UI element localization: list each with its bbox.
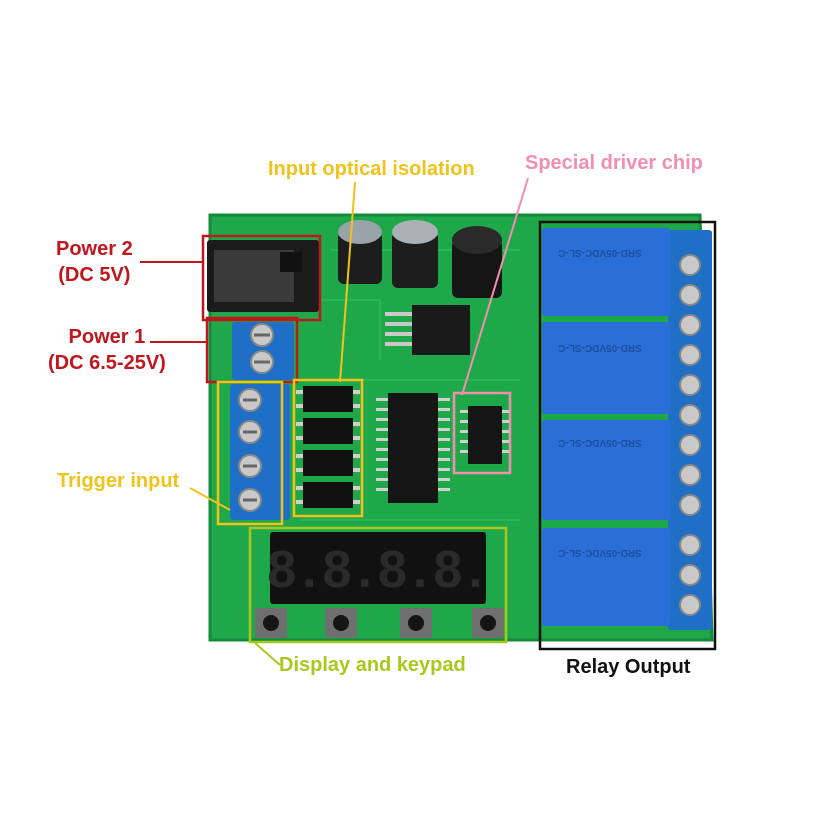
svg-text:SRD-05VDC-SL-C: SRD-05VDC-SL-C [558, 547, 641, 558]
trigger-leader [189, 487, 231, 511]
display-keypad-label: Display and keypad [279, 654, 466, 676]
trigger-input-highlight-box [216, 380, 284, 526]
driver-leader [461, 177, 529, 396]
power2-title: Power 2 [56, 238, 133, 260]
display-leader [254, 642, 281, 666]
power1-label: Power 1 (DC 6.5-25V) [48, 324, 166, 376]
regulator-chip [412, 305, 470, 355]
power2-highlight-box [201, 234, 322, 322]
driver-chip [468, 406, 502, 464]
svg-text:8.8.8.8.: 8.8.8.8. [267, 541, 488, 599]
power-terminal-block [232, 322, 294, 380]
optical-isolation-label: Input optical isolation [268, 158, 475, 180]
optocouplers [296, 386, 360, 508]
driver-chip-label: Special driver chip [525, 152, 703, 174]
relay-terminal-blocks [668, 230, 712, 630]
relay-output-label: Relay Output [566, 656, 691, 678]
optical-leader [339, 181, 356, 383]
driver-chip-highlight-box [452, 391, 512, 475]
svg-text:SRD-05VDC-SL-C: SRD-05VDC-SL-C [558, 342, 641, 353]
trigger-input-label: Trigger input [57, 470, 180, 492]
display-keypad-highlight-box [248, 526, 508, 644]
svg-text:SRD-05VDC-SL-C: SRD-05VDC-SL-C [558, 247, 641, 258]
electrolytic-capacitors [338, 220, 502, 298]
mcu-chip [388, 393, 438, 503]
power1-title: Power 1 [68, 326, 146, 348]
power2-label: Power 2 (DC 5V) [56, 236, 133, 288]
seven-segment-display: 8.8.8.8. [267, 532, 488, 604]
input-terminal-block [230, 384, 290, 520]
keypad-buttons [255, 608, 504, 638]
svg-text:SRD-05VDC-SL-C: SRD-05VDC-SL-C [558, 437, 641, 448]
relays: SRD-05VDC-SL-C SRD-05VDC-SL-C SRD-05VDC-… [542, 228, 670, 626]
power2-spec: (DC 5V) [58, 264, 131, 286]
relay-output-highlight-box [538, 220, 717, 651]
power1-spec: (DC 6.5-25V) [48, 352, 166, 374]
optical-isolation-highlight-box [292, 378, 364, 518]
